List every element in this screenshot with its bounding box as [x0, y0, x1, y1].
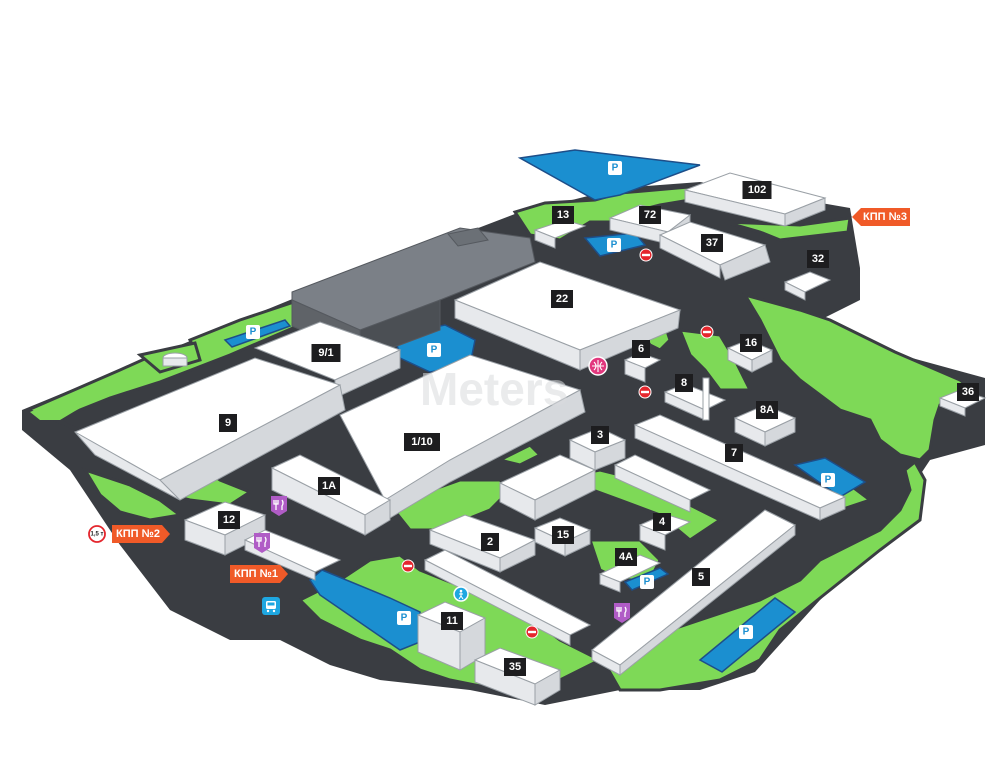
building-label-32[interactable]: 32: [807, 250, 829, 268]
building-label-9-1[interactable]: 9/1: [311, 344, 341, 362]
svg-text:35: 35: [509, 661, 521, 673]
shed-building[interactable]: [613, 454, 712, 513]
svg-text:102: 102: [748, 184, 766, 196]
svg-text:11: 11: [446, 615, 458, 627]
svg-text:P: P: [644, 577, 651, 588]
no-entry-icon: [700, 325, 714, 339]
no-entry-icon: [525, 625, 539, 639]
svg-text:P: P: [250, 327, 257, 338]
no-entry-icon: [639, 248, 653, 262]
building-label-16[interactable]: 16: [740, 334, 762, 352]
building-label-1-10[interactable]: 1/10: [404, 433, 440, 451]
building-label-13[interactable]: 13: [552, 206, 574, 224]
building-label-15[interactable]: 15: [552, 526, 574, 544]
svg-text:P: P: [825, 475, 832, 486]
cafe-marker[interactable]: [271, 496, 287, 516]
building-label-37[interactable]: 37: [701, 234, 723, 252]
building-9[interactable]: [73, 357, 346, 501]
building-label-11[interactable]: 11: [441, 612, 463, 630]
svg-text:КПП №1: КПП №1: [234, 568, 278, 580]
svg-text:72: 72: [644, 209, 656, 221]
building-label-8[interactable]: 8: [675, 374, 693, 392]
svg-text:P: P: [431, 345, 438, 356]
svg-text:36: 36: [962, 386, 974, 398]
no-entry-signs: [401, 248, 714, 639]
bus-stop-marker[interactable]: [262, 597, 280, 615]
parking-label: P: [608, 161, 622, 175]
gate-1-label[interactable]: КПП №1: [230, 565, 288, 583]
svg-text:P: P: [743, 627, 750, 638]
svg-text:1,5 т: 1,5 т: [91, 532, 104, 538]
parking-lot[interactable]: [309, 569, 421, 651]
building-label-9[interactable]: 9: [219, 414, 237, 432]
dark-factory-hall[interactable]: [291, 227, 536, 357]
svg-text:2: 2: [487, 536, 493, 548]
building-label-8A[interactable]: 8A: [756, 401, 778, 419]
parking-label: P: [739, 625, 753, 639]
svg-text:13: 13: [557, 209, 569, 221]
building-label-5[interactable]: 5: [692, 568, 710, 586]
parking-label: P: [607, 238, 621, 252]
svg-text:4A: 4A: [619, 551, 633, 563]
svg-text:15: 15: [557, 529, 569, 541]
building-label-12[interactable]: 12: [218, 511, 240, 529]
svg-text:P: P: [401, 613, 408, 624]
building-label-36[interactable]: 36: [957, 383, 979, 401]
no-entry-icon: [401, 559, 415, 573]
svg-text:9: 9: [225, 417, 231, 429]
svg-text:КПП №2: КПП №2: [116, 528, 160, 540]
cafe-marker[interactable]: [254, 533, 270, 553]
parking-label: P: [246, 325, 260, 339]
gate-2-label[interactable]: КПП №2: [112, 525, 170, 543]
parking-label: P: [640, 575, 654, 589]
parking-label: P: [427, 343, 441, 357]
svg-text:12: 12: [223, 514, 235, 526]
building-5[interactable]: [591, 509, 796, 677]
storage-tank[interactable]: [162, 352, 188, 367]
pedestrian-marker[interactable]: [453, 586, 469, 602]
building-label-72[interactable]: 72: [639, 206, 661, 224]
svg-text:4: 4: [659, 516, 666, 528]
svg-text:5: 5: [698, 571, 704, 583]
svg-text:3: 3: [597, 429, 603, 441]
building-label-6[interactable]: 6: [632, 340, 650, 358]
svg-text:9/1: 9/1: [318, 347, 333, 359]
no-entry-icon: [638, 385, 652, 399]
svg-text:P: P: [611, 240, 618, 251]
svg-text:7: 7: [731, 447, 737, 459]
sport-marker[interactable]: [588, 356, 608, 376]
parking-label: P: [821, 473, 835, 487]
building-label-102[interactable]: 102: [742, 181, 772, 199]
building-label-1A[interactable]: 1A: [318, 477, 340, 495]
parking-labels: P P P P P P P P: [246, 161, 835, 639]
building-2[interactable]: [423, 514, 592, 646]
svg-text:6: 6: [638, 343, 644, 355]
building-label-7[interactable]: 7: [725, 444, 743, 462]
gate-3-label[interactable]: КПП №3: [852, 208, 910, 226]
watermark: Meters: [420, 363, 568, 415]
svg-text:32: 32: [812, 253, 824, 265]
building-label-35[interactable]: 35: [504, 658, 526, 676]
svg-text:1/10: 1/10: [411, 436, 432, 448]
building-label-4A[interactable]: 4A: [615, 548, 637, 566]
svg-text:КПП №3: КПП №3: [863, 211, 907, 223]
building-32[interactable]: [783, 271, 832, 301]
weight-limit-sign: 1,5 т: [88, 525, 106, 543]
cafe-marker[interactable]: [614, 603, 630, 623]
svg-text:37: 37: [706, 237, 718, 249]
building-label-2[interactable]: 2: [481, 533, 499, 551]
svg-text:1A: 1A: [322, 480, 336, 492]
building-label-3[interactable]: 3: [591, 426, 609, 444]
building-label-4[interactable]: 4: [653, 513, 671, 531]
svg-text:16: 16: [745, 337, 757, 349]
svg-text:22: 22: [556, 293, 568, 305]
parking-label: P: [397, 611, 411, 625]
svg-text:8: 8: [681, 377, 687, 389]
svg-text:P: P: [612, 163, 619, 174]
svg-text:8A: 8A: [760, 404, 774, 416]
building-label-22[interactable]: 22: [551, 290, 573, 308]
